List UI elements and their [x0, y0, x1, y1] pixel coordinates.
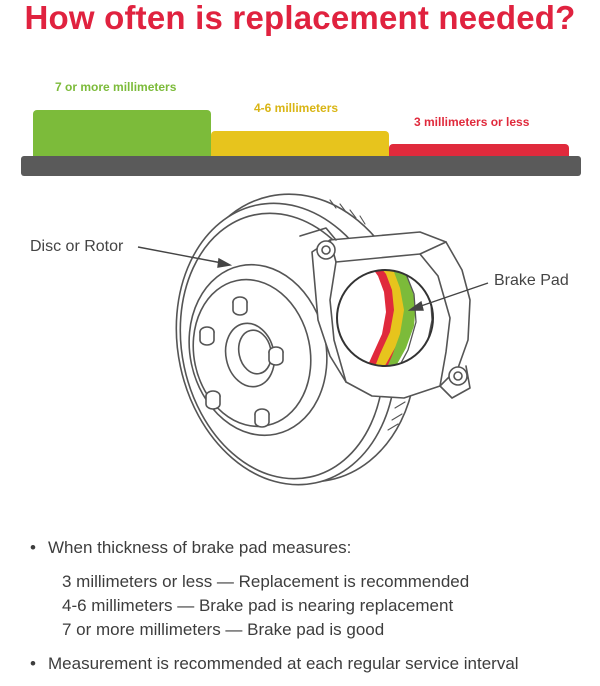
page-title: How often is replacement needed?	[24, 0, 576, 36]
bullet-service-interval-text: Measurement is recommended at each regul…	[48, 654, 519, 673]
info-line-green: 7 or more millimeters — Brake pad is goo…	[62, 620, 385, 639]
brake-pad-cutaway	[337, 270, 433, 366]
level-label-green: 7 or more millimeters	[55, 80, 177, 94]
lug-studs	[199, 296, 284, 428]
info-line-red: 3 millimeters or less — Replacement is r…	[62, 572, 470, 591]
level-block-red	[389, 144, 569, 158]
level-label-red: 3 millimeters or less	[414, 115, 530, 129]
info-line-yellow: 4-6 millimeters — Brake pad is nearing r…	[62, 596, 454, 615]
brake-pad-label: Brake Pad	[494, 272, 569, 289]
bullet-dot: •	[30, 654, 36, 673]
brake-pad-highlight-circle	[336, 269, 434, 367]
bullet-thickness-text: When thickness of brake pad measures:	[48, 538, 352, 557]
callout-arrows	[137, 246, 489, 311]
brake-disc-illustration	[137, 193, 489, 486]
level-block-yellow	[211, 131, 389, 158]
rotor-label: Disc or Rotor	[30, 238, 124, 255]
bullet-dot: •	[30, 538, 36, 557]
level-label-yellow: 4-6 millimeters	[254, 101, 339, 115]
bullet-thickness: • When thickness of brake pad measures:	[30, 536, 351, 560]
level-block-green	[33, 110, 211, 158]
bullet-service-interval: • Measurement is recommended at each regu…	[30, 652, 519, 676]
gauge-base	[21, 156, 581, 176]
